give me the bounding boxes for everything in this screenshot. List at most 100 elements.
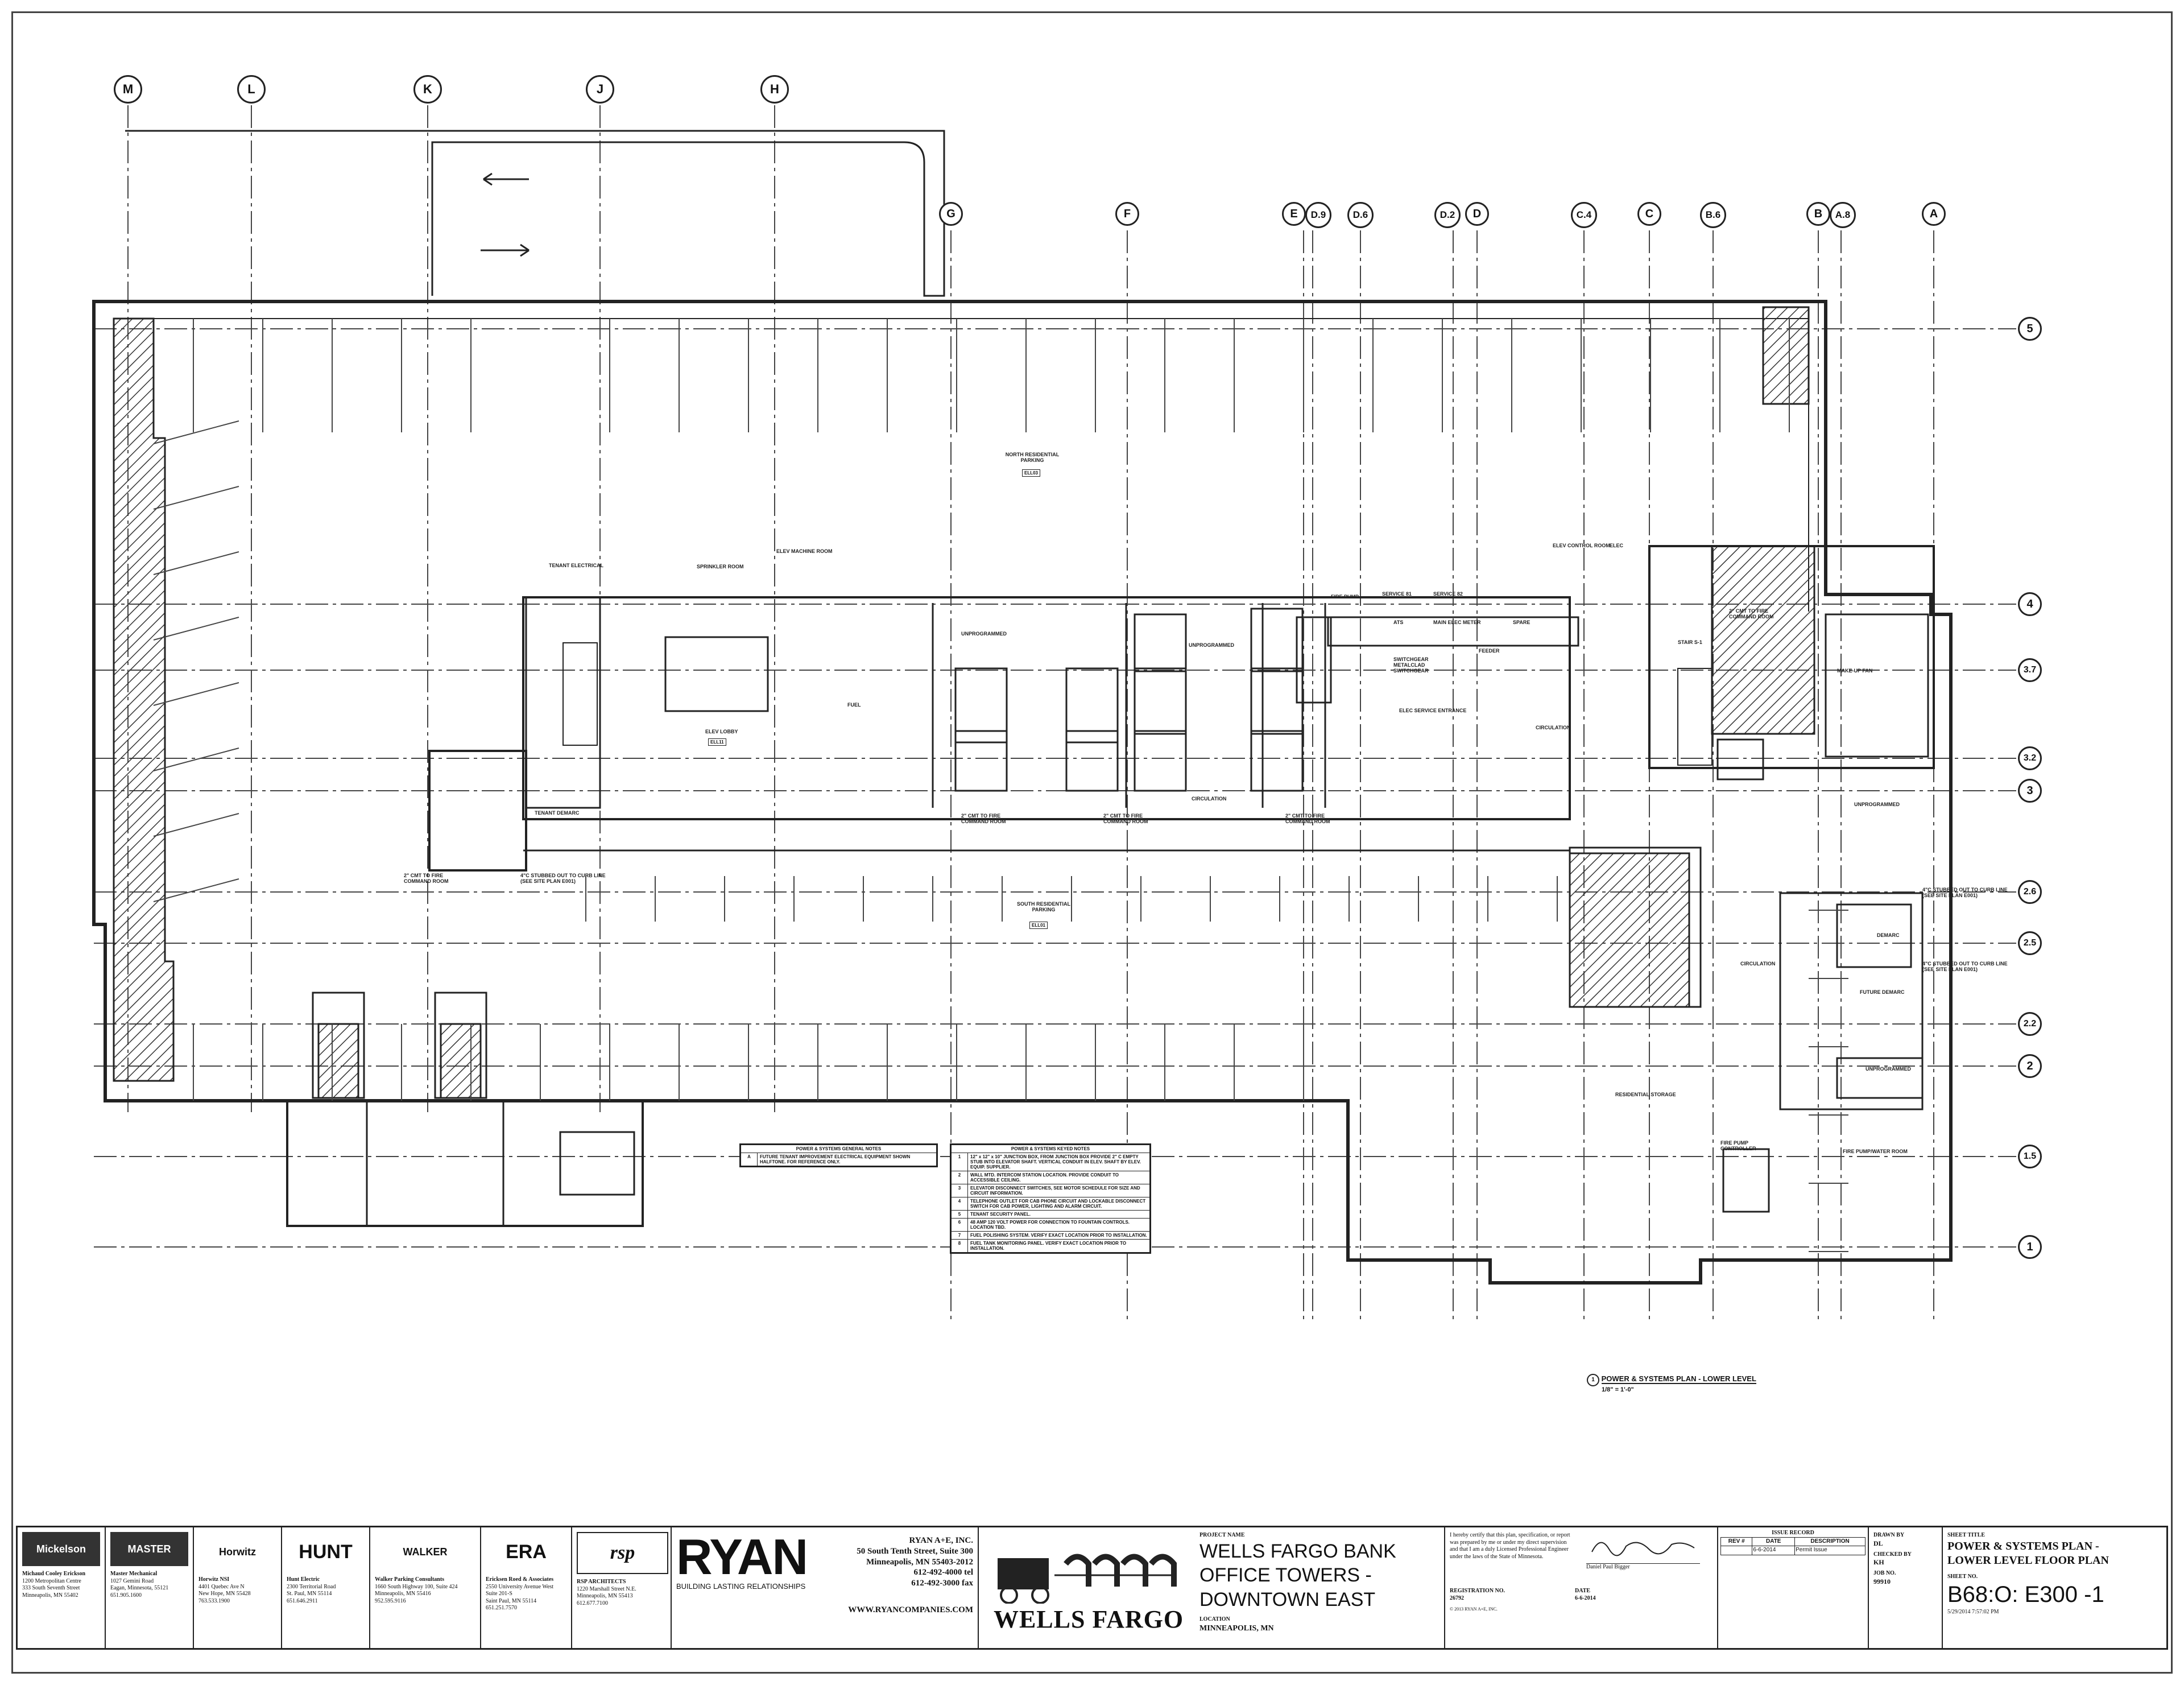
drawn-by-block: DRAWN BY DL CHECKED BY KH JOB NO. 99910 (1869, 1527, 1943, 1648)
consultant-name: Ericksen Roed & Associates (486, 1576, 554, 1583)
grid-bubble-row-3: 3 (2018, 779, 2042, 803)
keyed-note-number: 3 (951, 1184, 968, 1197)
issue-header-rev: REV # (1720, 1537, 1753, 1546)
grid-bubble-D-9: D.9 (1305, 202, 1331, 228)
date-label: DATE (1575, 1588, 1591, 1595)
certification-date: 6-6-2014 (1575, 1595, 1596, 1601)
consultant-logo: MASTER (110, 1532, 188, 1566)
table-row: A FUTURE TENANT IMPROVEMENT ELECTRICAL E… (741, 1153, 937, 1166)
room-fire-pump: FIRE PUMP (1331, 594, 1359, 600)
general-notes-table: POWER & SYSTEMS GENERAL NOTES A FUTURE T… (739, 1143, 938, 1167)
consultant-address-line: 1200 Metropolitan Centre (22, 1577, 81, 1584)
consultant-name: Walker Parking Consultants (375, 1576, 445, 1583)
consultant-address-line: 1027 Gemini Road (110, 1577, 154, 1584)
ryan-tel: 612-492-4000 tel (913, 1568, 973, 1577)
keyed-note-number: 1 (951, 1153, 968, 1171)
room-ats: ATS (1393, 620, 1404, 625)
consultant-address-line: 4401 Quebec Ave N (198, 1583, 245, 1590)
note-cmt-fire-1: 2" CMT TO FIRE COMMAND ROOM (961, 813, 1006, 824)
job-no-label: JOB NO. (1873, 1570, 1896, 1576)
note-stubout-2: 4"C STUBBED OUT TO CURB LINE (SEE SITE P… (1922, 887, 2008, 898)
grid-bubble-row-1: 1 (2018, 1235, 2042, 1259)
plan-title: POWER & SYSTEMS PLAN - LOWER LEVEL (1601, 1374, 1756, 1384)
drawn-by-label: DRAWN BY (1873, 1532, 1905, 1538)
room-tenant-electrical: TENANT ELECTRICAL (549, 563, 603, 568)
location-value: MINNEAPOLIS, MN (1199, 1624, 1274, 1633)
keyed-note-text: ELEVATOR DISCONNECT SWITCHES, SEE MOTOR … (967, 1184, 1150, 1197)
consultant-logo: rsp (577, 1532, 668, 1574)
consultant-name: RSP ARCHITECTS (577, 1579, 626, 1585)
sheet-number-label: SHEET NO. (1947, 1573, 1978, 1580)
grid-bubble-row-2-2: 2.2 (2018, 1012, 2042, 1036)
keyed-note-text: 48 AMP 120 VOLT POWER FOR CONNECTION TO … (967, 1218, 1150, 1232)
grid-bubble-row-2-5: 2.5 (2018, 931, 2042, 955)
consultant-logo: WALKER (403, 1546, 448, 1558)
grid-bubble-D: D (1465, 202, 1489, 226)
stall-line-west (153, 878, 239, 902)
keyed-note-number: 2 (951, 1171, 968, 1184)
consultant-address-line: 651.905.1600 (110, 1592, 142, 1599)
registration-label: REGISTRATION NO. (1450, 1588, 1505, 1595)
keyed-note-number: 5 (951, 1210, 968, 1219)
grid-bubble-row-3-2: 3.2 (2018, 746, 2042, 770)
engineer-signature (1591, 1542, 1695, 1556)
project-name-line3: DOWNTOWN EAST (1199, 1588, 1376, 1610)
room-south-parking: SOUTH RESIDENTIAL PARKING (1016, 901, 1070, 912)
ryan-company: RYAN A+E, INC. (909, 1536, 974, 1545)
room-unprogrammed-1: UNPROGRAMMED (961, 631, 1007, 637)
room-fire-pump-controller: FIRE PUMP CONTROLLER (1720, 1140, 1756, 1151)
room-stair: STAIR S-1 (1678, 639, 1702, 645)
consultant-name: Hunt Electric (287, 1576, 320, 1583)
room-circulation-2: CIRCULATION (1536, 725, 1571, 730)
stagecoach-icon (998, 1554, 1177, 1604)
grid-bubble-D-2: D.2 (1434, 202, 1461, 228)
keyed-note-number: 6 (951, 1218, 968, 1232)
grid-bubble-row-3-7: 3.7 (2018, 658, 2042, 682)
stall-line-west (153, 682, 239, 706)
room-tag-south-parking: ELL01 (1029, 922, 1048, 929)
keyed-note-number: 8 (951, 1239, 968, 1253)
consultant-name: Master Mechanical (110, 1571, 158, 1577)
sheet-title-line1: POWER & SYSTEMS PLAN - (1947, 1539, 2099, 1552)
sheet-timestamp: 5/29/2014 7:57:02 PM (1947, 1609, 1999, 1615)
room-elev-control: ELEV CONTROL ROOM (1553, 543, 1610, 548)
consultant-logo: Mickelson (22, 1532, 100, 1566)
grid-bubble-C: C (1637, 202, 1661, 226)
note-cmt-fire-4: 2" CMT TO FIRE COMMAND ROOM (404, 873, 449, 884)
room-sprinkler: SPRINKLER ROOM (697, 564, 744, 569)
room-fire-pump-water: FIRE PUMP/WATER ROOM (1843, 1149, 1908, 1154)
stall-line-west (153, 486, 239, 510)
consultant-name: Michaud Cooley Erickson (22, 1571, 86, 1577)
room-spare: SPARE (1513, 620, 1531, 625)
grid-bubble-A: A (1922, 202, 1946, 226)
consultant-address-line: 333 South Seventh Street (22, 1585, 80, 1591)
keyed-note-text: FUEL POLISHING SYSTEM. VERIFY EXACT LOCA… (967, 1231, 1150, 1240)
project-block: WELLS FARGO PROJECT NAME WELLS FARGO BAN… (979, 1527, 1445, 1648)
consultant-address-line: 952.595.9116 (375, 1597, 406, 1604)
grid-bubble-F: F (1115, 202, 1139, 226)
stall-line-west (153, 813, 239, 837)
room-makeup-fan: MAKE-UP FAN (1837, 668, 1873, 674)
sheet-title-line2: LOWER LEVEL FLOOR PLAN (1947, 1554, 2109, 1567)
stall-line-west (153, 551, 239, 575)
issue-record-block: ISSUE RECORD REV # DATE DESCRIPTION 6-6-… (1718, 1527, 1869, 1648)
consultant-address-line: Minneapolis, MN 55402 (22, 1592, 78, 1599)
ryan-address2: Minneapolis, MN 55403-2012 (866, 1557, 973, 1567)
room-elec: ELEC (1610, 543, 1624, 548)
consultant-address-line: Minneapolis, MN 55416 (375, 1591, 431, 1597)
grid-bubble-A-8: A.8 (1830, 202, 1856, 228)
certification-text: I hereby certify that this plan, specifi… (1450, 1532, 1570, 1560)
grid-bubble-row-5: 5 (2018, 317, 2042, 341)
room-circulation-3: CIRCULATION (1740, 961, 1776, 967)
